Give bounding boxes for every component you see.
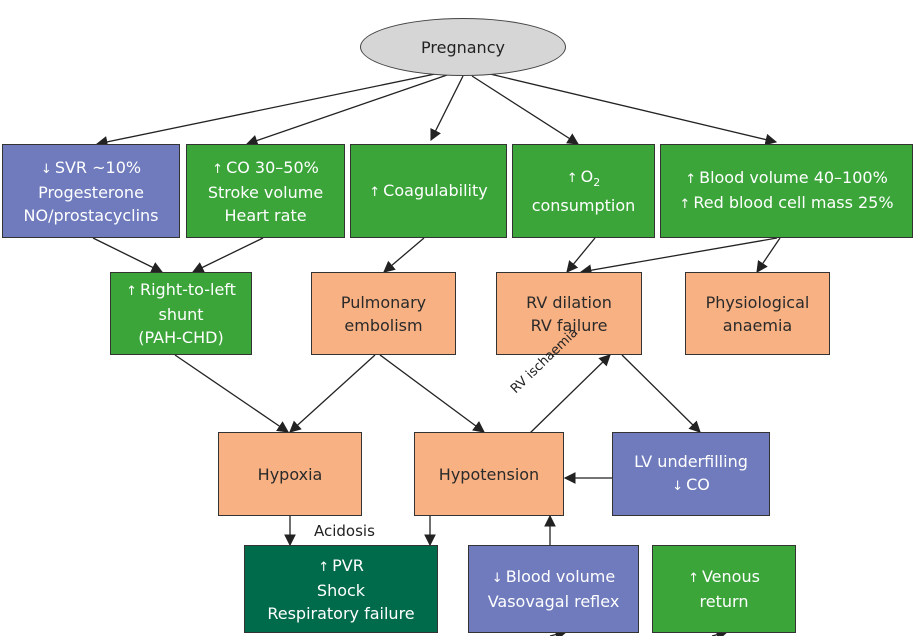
arrow-shunt-hypoxia xyxy=(174,354,289,433)
up-arrow-icon xyxy=(685,168,699,187)
node-o2: O2 consumption xyxy=(512,144,655,238)
node-pvr-shock: PVR Shock Respiratory failure xyxy=(244,545,438,633)
down-arrow-icon xyxy=(672,475,686,494)
up-arrow-icon xyxy=(688,567,702,586)
node-hypoxia: Hypoxia xyxy=(218,432,362,516)
node-hypotension: Hypotension xyxy=(414,432,564,516)
up-arrow-icon xyxy=(212,158,226,177)
node-blood-volume: Blood volume 40–100% Red blood cell mass… xyxy=(660,144,913,238)
up-arrow-icon xyxy=(679,193,693,212)
node-blood-volume-vasovagal: Blood volume Vasovagal reflex xyxy=(468,545,639,633)
arrow-o2-rv xyxy=(566,237,596,273)
arrow-blood-rv xyxy=(579,237,778,276)
node-pregnancy: Pregnancy xyxy=(360,18,566,76)
down-arrow-icon xyxy=(492,567,506,586)
node-pulmonary-embolism: Pulmonary embolism xyxy=(311,272,456,355)
arrow-pe-hypoxia xyxy=(289,354,376,433)
up-arrow-icon xyxy=(567,167,581,186)
node-co: CO 30–50% Stroke volume Heart rate xyxy=(186,144,345,238)
node-coagulability: Coagulability xyxy=(350,144,507,238)
node-physiological-anaemia: Physiological anaemia xyxy=(685,272,830,355)
arrow-coag-pe xyxy=(383,237,425,273)
up-arrow-icon xyxy=(318,556,332,575)
node-svr: SVR ~10% Progesterone NO/prostacyclins xyxy=(2,144,180,238)
arrow-rv-lv xyxy=(621,354,701,433)
up-arrow-icon xyxy=(126,280,140,299)
arrow-pregnancy-svr xyxy=(95,72,441,148)
arrow-hypotension-rv xyxy=(528,354,611,435)
arrow-pregnancy-coag xyxy=(430,75,464,142)
arrow-pregnancy-co xyxy=(245,73,451,147)
down-arrow-icon xyxy=(41,158,55,177)
node-venous-return: Venous return xyxy=(652,545,796,633)
arrow-co-shunt xyxy=(191,237,264,273)
node-rv-failure: RV dilation RV failure xyxy=(496,272,642,355)
arrow-svr-shunt xyxy=(92,237,164,273)
node-shunt: Right-to-left shunt (PAH-CHD) xyxy=(110,272,252,355)
arrow-blood-anaemia xyxy=(756,237,781,273)
up-arrow-icon xyxy=(369,181,383,200)
node-lv-underfilling: LV underfilling CO xyxy=(612,432,770,516)
acidosis-label: Acidosis xyxy=(314,522,375,540)
arrow-pregnancy-blood xyxy=(489,73,778,146)
arrow-pe-hypotension xyxy=(379,354,485,433)
arrow-pregnancy-o2 xyxy=(471,75,579,145)
